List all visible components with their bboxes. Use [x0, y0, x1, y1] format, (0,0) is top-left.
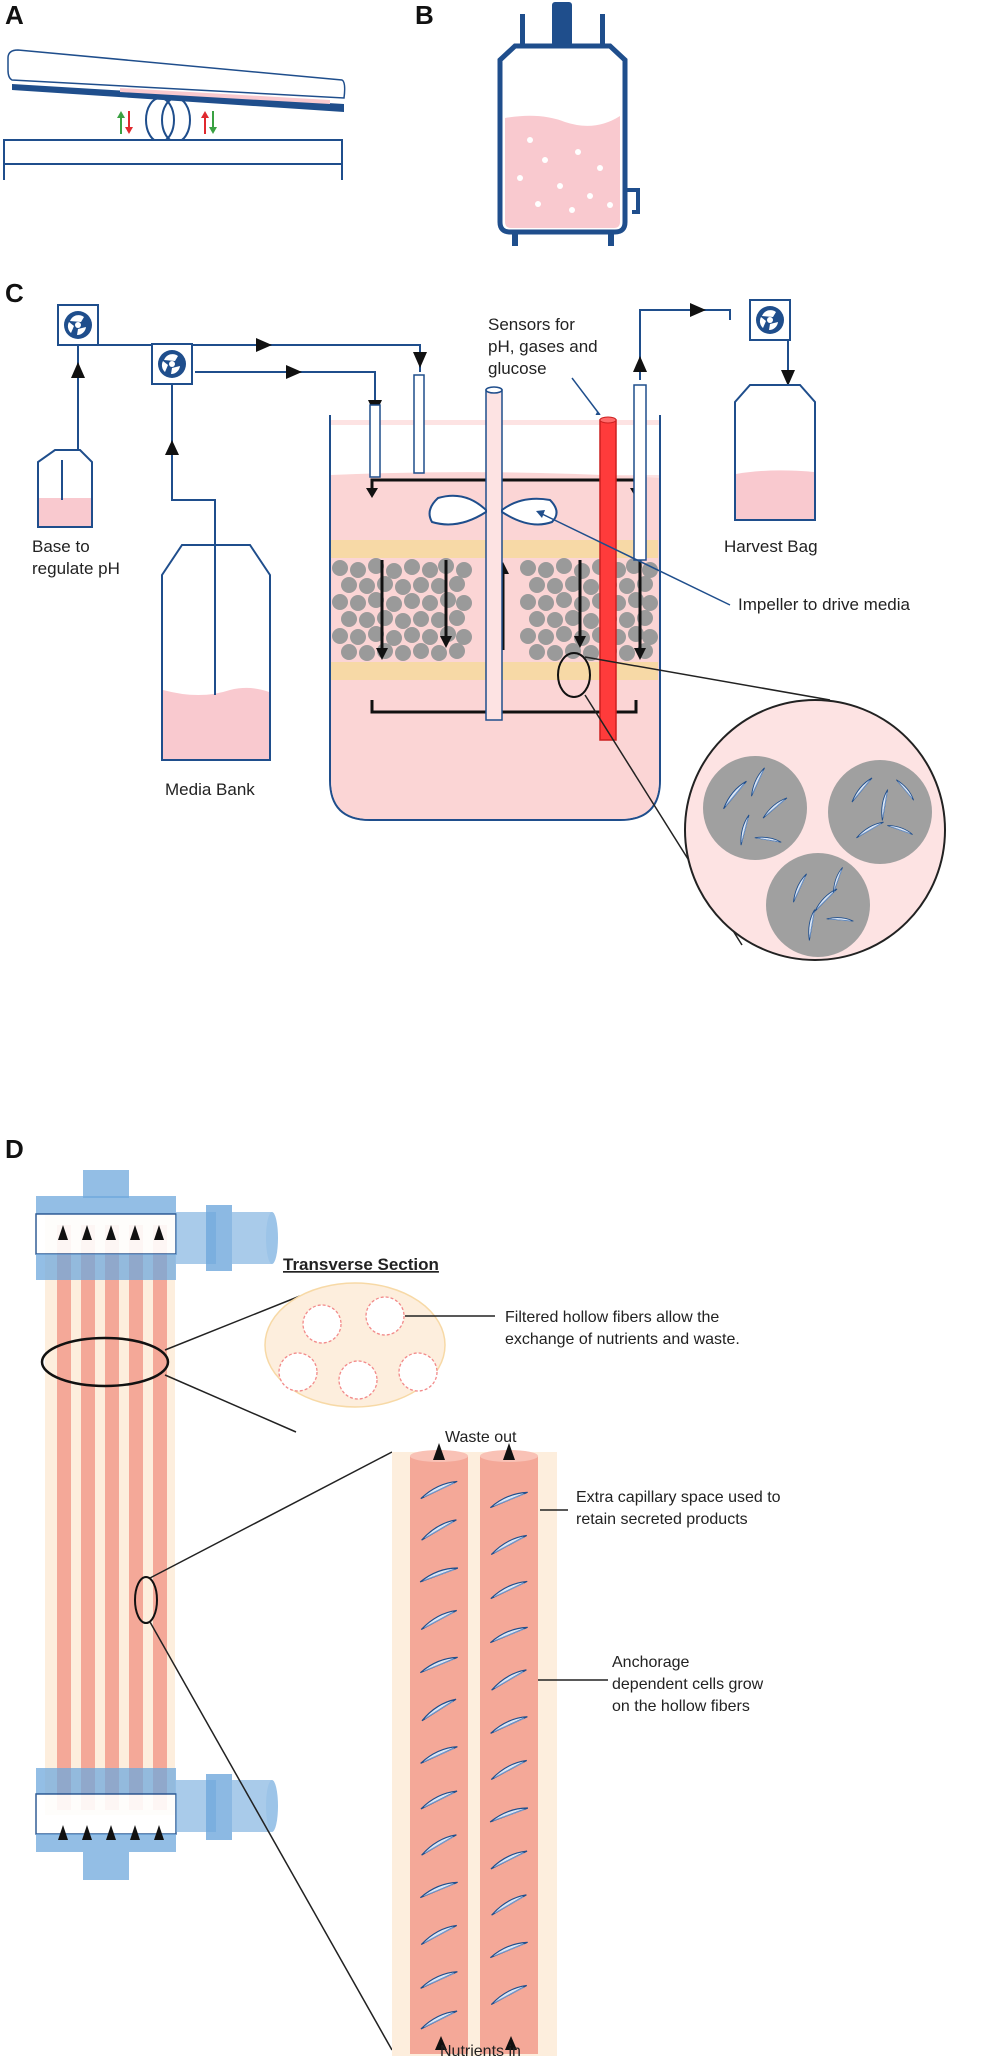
stirred-tank-bioreactor: [497, 2, 640, 246]
bead-zoom-2: [828, 760, 932, 864]
pivot-icon: [145, 97, 175, 143]
base-bottle: [37, 449, 93, 528]
nutrients-in-label: Nutrients in: [440, 2043, 521, 2058]
fiber-right: [480, 1456, 538, 2054]
packed-bed-bioreactor: Base to regulate pH Media Bank Harvest B…: [32, 299, 946, 961]
impeller-label: Impeller to drive media: [738, 595, 911, 614]
fiber-cross-sections: [278, 1296, 438, 1400]
bead-zoom-1: [703, 756, 807, 860]
panel-d-letter: D: [5, 1134, 24, 1164]
impeller-right-blade: [501, 497, 558, 526]
sensor-label-line2: pH, gases and: [488, 337, 598, 356]
waste-out-label: Waste out: [445, 1429, 517, 1446]
rock-arrows-left-icon: [117, 111, 133, 134]
rocker-base: [3, 139, 343, 165]
harvest-bag: [734, 384, 816, 521]
media-bank-bottle: [161, 544, 271, 761]
transverse-selection: [40, 1336, 170, 1388]
pump-icon: [151, 343, 193, 385]
sensor-label-line3: glucose: [488, 359, 547, 378]
sensor-label-line1: Sensors for: [488, 315, 575, 334]
fibers-label-line2: exchange of nutrients and waste.: [505, 1331, 740, 1348]
cells-label-line3: on the hollow fibers: [612, 1698, 750, 1715]
panel-a-letter: A: [5, 0, 24, 30]
media-bank-label: Media Bank: [165, 780, 255, 799]
panel-b-letter: B: [415, 0, 434, 30]
bag-media: [120, 88, 330, 104]
central-shaft: [485, 389, 503, 721]
harvest-label: Harvest Bag: [724, 537, 818, 556]
rock-arrows-right-icon: [201, 111, 217, 134]
cells-label-line1: Anchorage: [612, 1654, 689, 1671]
fibers-label-line1: Filtered hollow fibers allow the: [505, 1309, 719, 1326]
transverse-title: Transverse Section: [283, 1255, 439, 1274]
hollow-fiber-bioreactor: Transverse Section Filtered hollow fiber…: [35, 1170, 781, 2058]
base-label-line1: Base to: [32, 537, 90, 556]
wave-bioreactor: [3, 49, 346, 180]
ecs-label-line2: retain secreted products: [576, 1511, 748, 1528]
ecs-label-line1: Extra capillary space used to: [576, 1489, 781, 1506]
panel-c-letter: C: [5, 278, 24, 308]
pump-icon: [749, 299, 791, 341]
longitudinal-selection: [134, 1576, 158, 1624]
base-label-line2: regulate pH: [32, 559, 120, 578]
pump-icon: [57, 304, 99, 346]
sensor-probe: [599, 419, 617, 741]
cells-label-line2: dependent cells grow: [612, 1676, 764, 1693]
tank-media: [505, 115, 620, 228]
zoom-region: [557, 652, 591, 698]
impeller-left-blade: [428, 494, 487, 526]
